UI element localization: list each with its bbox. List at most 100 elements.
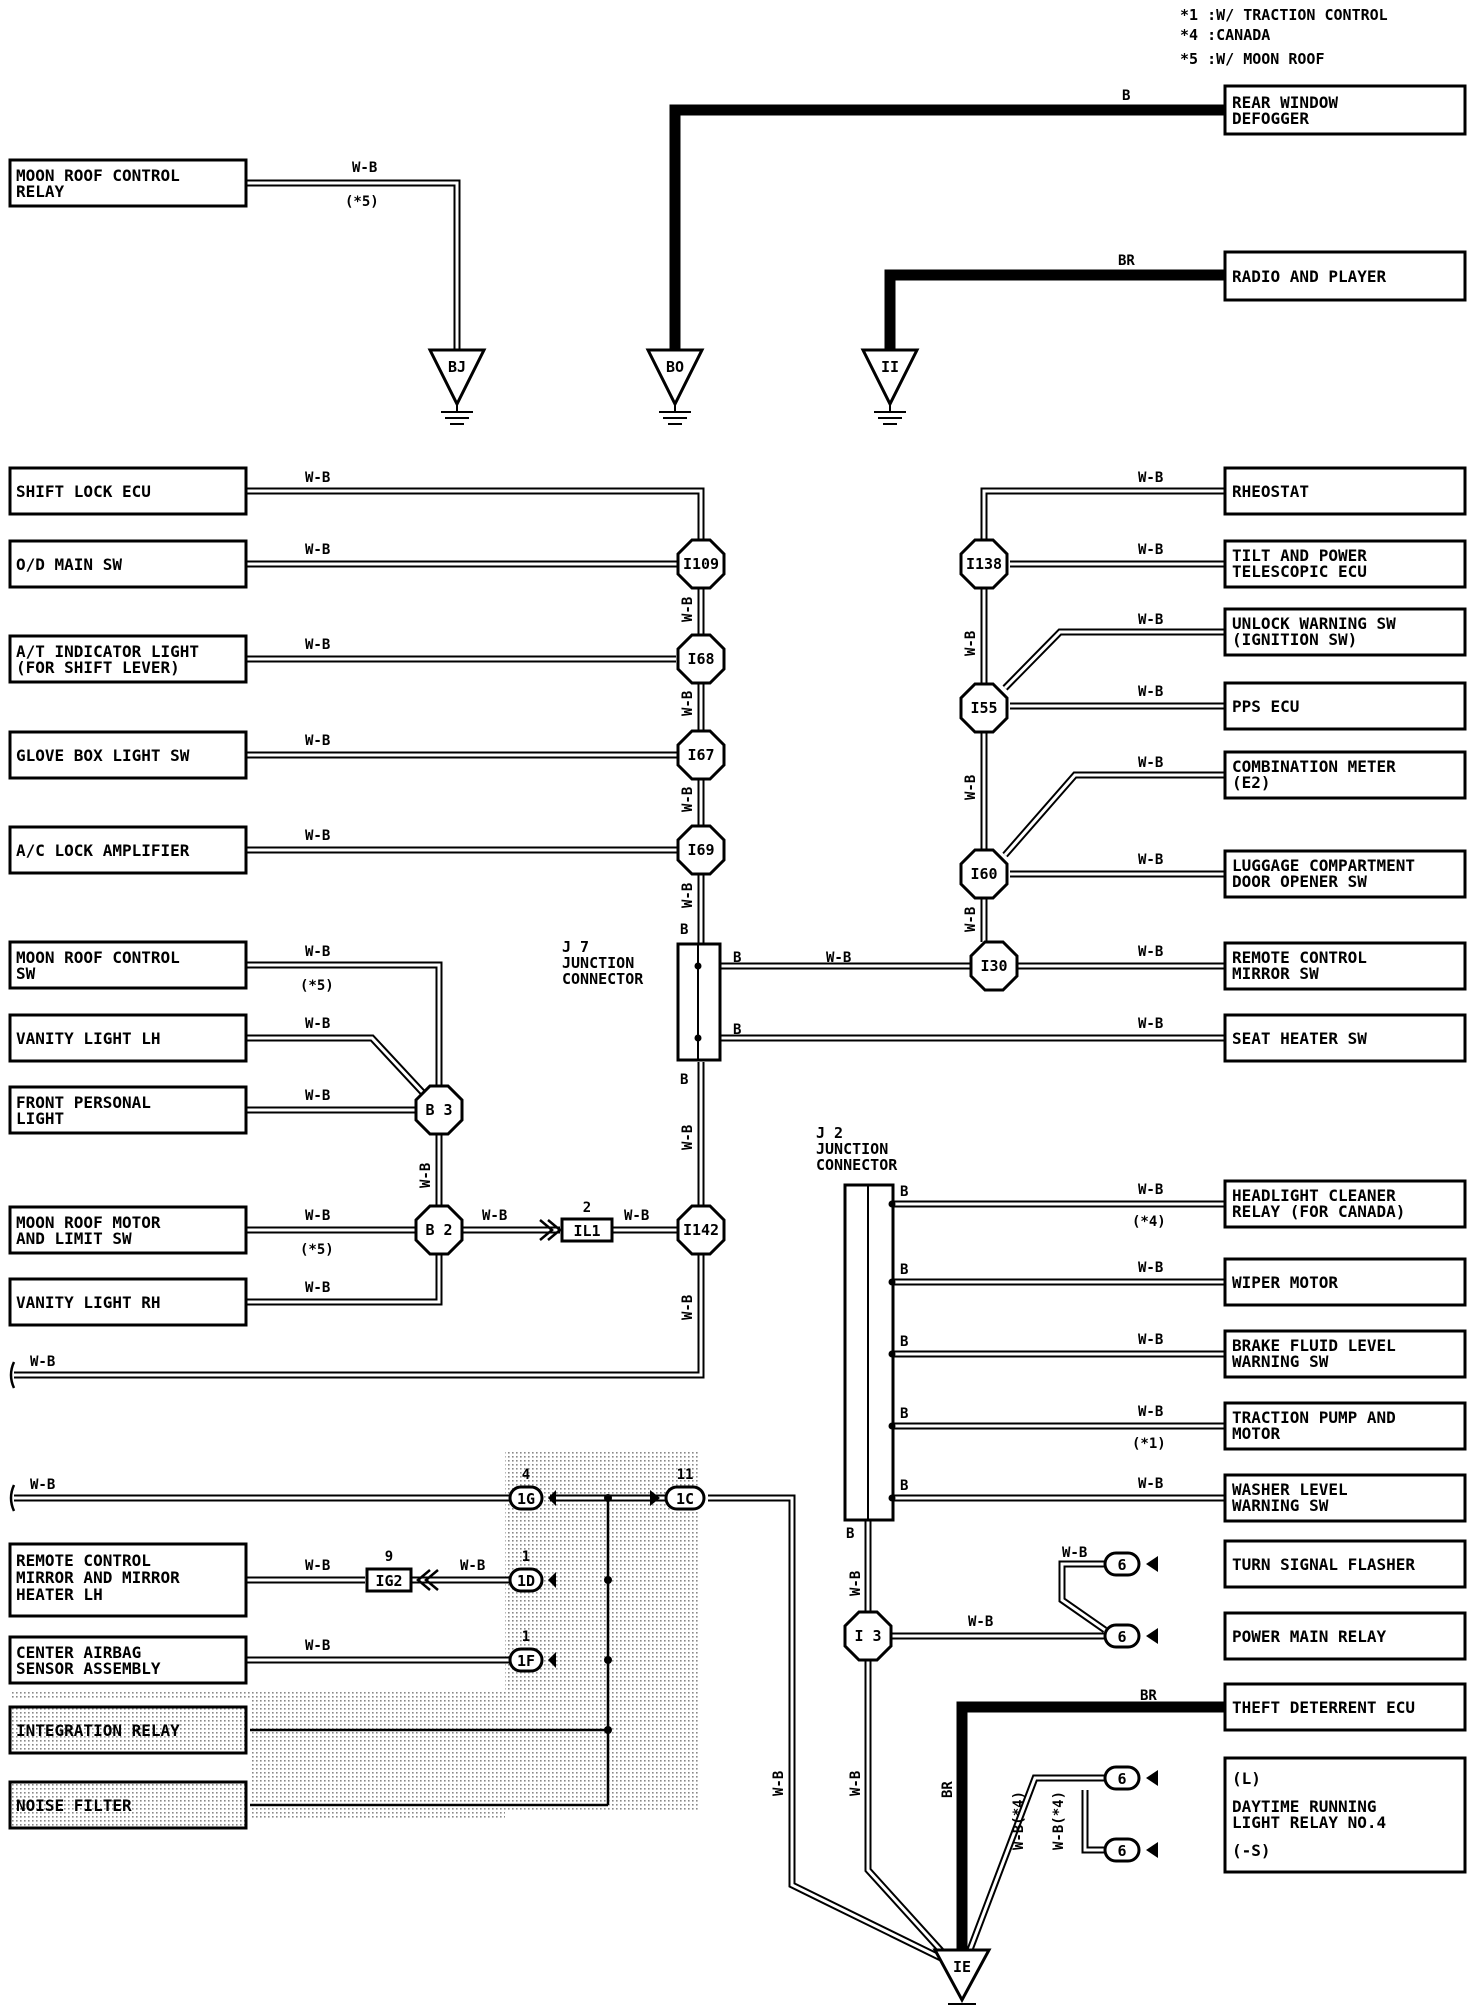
washer-level-sw-label: WASHER LEVEL: [1232, 1480, 1348, 1499]
remote-control-mirror-heater-label: REMOTE CONTROL: [16, 1551, 151, 1570]
svg-text:W-B: W-B: [1138, 1404, 1163, 1420]
svg-text:I142: I142: [683, 1221, 719, 1239]
connector-i69: I69: [676, 824, 726, 876]
connector-ig2: IG2 9: [365, 1549, 439, 1593]
seat-heater-sw-label: SEAT HEATER SW: [1232, 1029, 1367, 1048]
svg-text:B: B: [733, 1022, 741, 1038]
junction-j7: J 7 JUNCTION CONNECTOR: [562, 938, 722, 1062]
j7-subtitle-2: CONNECTOR: [562, 970, 644, 988]
ground-bj: BJ: [427, 348, 487, 425]
svg-text:W-B: W-B: [30, 1354, 55, 1370]
svg-text:B: B: [900, 1262, 908, 1278]
j7-subtitle: JUNCTION: [562, 954, 634, 972]
svg-text:B: B: [900, 1184, 908, 1200]
svg-text:I67: I67: [687, 746, 714, 764]
moon-roof-control-sw-label-2: SW: [16, 964, 36, 983]
noise-filter-label: NOISE FILTER: [16, 1796, 132, 1815]
svg-text:(*5): (*5): [345, 194, 379, 210]
legend-line-3: *5 :W/ MOON ROOF: [1180, 50, 1325, 68]
svg-text:W-B: W-B: [1138, 684, 1163, 700]
svg-text:BO: BO: [666, 358, 684, 376]
svg-text:W-B: W-B: [848, 1571, 864, 1596]
svg-text:B: B: [1122, 88, 1130, 104]
connector-6-power-main: 6: [1103, 1623, 1158, 1649]
svg-text:B: B: [680, 922, 688, 938]
svg-text:W-B: W-B: [1138, 612, 1163, 628]
connectors: I109 I68 I67 I69 I142 B 3 B 2 I138: [365, 538, 1158, 1863]
ground-ie: IE: [932, 1948, 992, 2005]
svg-text:W-B: W-B: [963, 775, 979, 800]
svg-text:II: II: [881, 358, 899, 376]
j2-subtitle: JUNCTION: [816, 1140, 888, 1158]
svg-text:BR: BR: [940, 1781, 956, 1798]
svg-text:BR: BR: [1140, 1688, 1157, 1704]
svg-text:W-B: W-B: [305, 1638, 330, 1654]
shaded-region: [10, 1450, 700, 1820]
svg-text:W-B: W-B: [680, 691, 696, 716]
svg-text:W-B: W-B: [418, 1163, 434, 1188]
svg-text:W-B: W-B: [460, 1558, 485, 1574]
svg-text:W-B: W-B: [482, 1208, 507, 1224]
headlight-cleaner-relay-label-2: RELAY (FOR CANADA): [1232, 1202, 1405, 1221]
shift-lock-ecu-label: SHIFT LOCK ECU: [16, 482, 151, 501]
drl-relay-label-2: LIGHT RELAY NO.4: [1232, 1813, 1386, 1832]
legend: *1 :W/ TRACTION CONTROL *4 :CANADA *5 :W…: [1180, 6, 1388, 68]
svg-text:B: B: [900, 1334, 908, 1350]
headlight-cleaner-relay-label: HEADLIGHT CLEANER: [1232, 1186, 1396, 1205]
svg-text:B: B: [900, 1478, 908, 1494]
svg-text:W-B: W-B: [352, 160, 377, 176]
svg-text:W-B: W-B: [680, 1125, 696, 1150]
svg-text:6: 6: [1117, 1770, 1126, 1788]
traction-pump-motor-label-2: MOTOR: [1232, 1424, 1281, 1443]
unlock-warning-sw-label-2: (IGNITION SW): [1232, 630, 1357, 649]
svg-text:IE: IE: [953, 1958, 971, 1976]
svg-text:W-B: W-B: [1138, 1476, 1163, 1492]
svg-text:1: 1: [522, 1629, 530, 1645]
svg-text:W-B: W-B: [624, 1208, 649, 1224]
ac-lock-amplifier-label: A/C LOCK AMPLIFIER: [16, 841, 190, 860]
svg-text:W-B: W-B: [680, 883, 696, 908]
connector-i30: I30: [969, 940, 1019, 992]
remote-control-mirror-heater-label-2: MIRROR AND MIRROR: [16, 1568, 180, 1587]
power-main-relay-label: POWER MAIN RELAY: [1232, 1627, 1386, 1646]
center-airbag-sensor-label: CENTER AIRBAG: [16, 1643, 141, 1662]
front-personal-light-label: FRONT PERSONAL: [16, 1093, 151, 1112]
tilt-telescopic-ecu-label: TILT AND POWER: [1232, 546, 1367, 565]
combination-meter-label: COMBINATION METER: [1232, 757, 1396, 776]
svg-text:W-B: W-B: [968, 1614, 993, 1630]
front-personal-light-label-2: LIGHT: [16, 1109, 64, 1128]
connector-i60: I60: [959, 848, 1009, 900]
svg-text:B: B: [900, 1406, 908, 1422]
radio-and-player-label: RADIO AND PLAYER: [1232, 267, 1386, 286]
component-boxes: [8, 84, 1467, 1874]
washer-level-sw-label-2: WARNING SW: [1232, 1496, 1329, 1515]
svg-text:IL1: IL1: [573, 1222, 600, 1240]
svg-text:1D: 1D: [517, 1572, 535, 1590]
svg-text:W-B: W-B: [305, 733, 330, 749]
junction-j2: J 2 JUNCTION CONNECTOR: [816, 1124, 898, 1522]
vanity-light-rh-label: VANITY LIGHT RH: [16, 1293, 161, 1312]
svg-text:W-B: W-B: [1138, 852, 1163, 868]
legend-line-2: *4 :CANADA: [1180, 26, 1270, 44]
svg-text:W-B: W-B: [1138, 1260, 1163, 1276]
j2-title: J 2: [816, 1124, 843, 1142]
rear-window-defogger-label-2: DEFOGGER: [1232, 109, 1309, 128]
j2-subtitle-2: CONNECTOR: [816, 1156, 898, 1174]
connector-6-turn-signal: 6: [1103, 1551, 1158, 1577]
svg-text:(*1): (*1): [1132, 1436, 1166, 1452]
connector-1f: 1F 1: [508, 1629, 556, 1673]
svg-text:6: 6: [1117, 1556, 1126, 1574]
svg-text:B: B: [733, 950, 741, 966]
svg-text:W-B(*4): W-B(*4): [1011, 1791, 1027, 1850]
svg-text:W-B: W-B: [305, 470, 330, 486]
svg-text:1F: 1F: [517, 1652, 535, 1670]
moon-roof-control-relay-label: MOON ROOF CONTROL: [16, 166, 180, 185]
wiper-motor-label: WIPER MOTOR: [1232, 1273, 1338, 1292]
connector-b3: B 3: [414, 1084, 464, 1136]
svg-text:W-B: W-B: [1138, 1332, 1163, 1348]
svg-text:1C: 1C: [676, 1490, 694, 1508]
luggage-opener-sw-label: LUGGAGE COMPARTMENT: [1232, 856, 1415, 875]
svg-text:W-B: W-B: [305, 1280, 330, 1296]
od-main-sw-label: O/D MAIN SW: [16, 555, 122, 574]
svg-text:1G: 1G: [517, 1490, 535, 1508]
